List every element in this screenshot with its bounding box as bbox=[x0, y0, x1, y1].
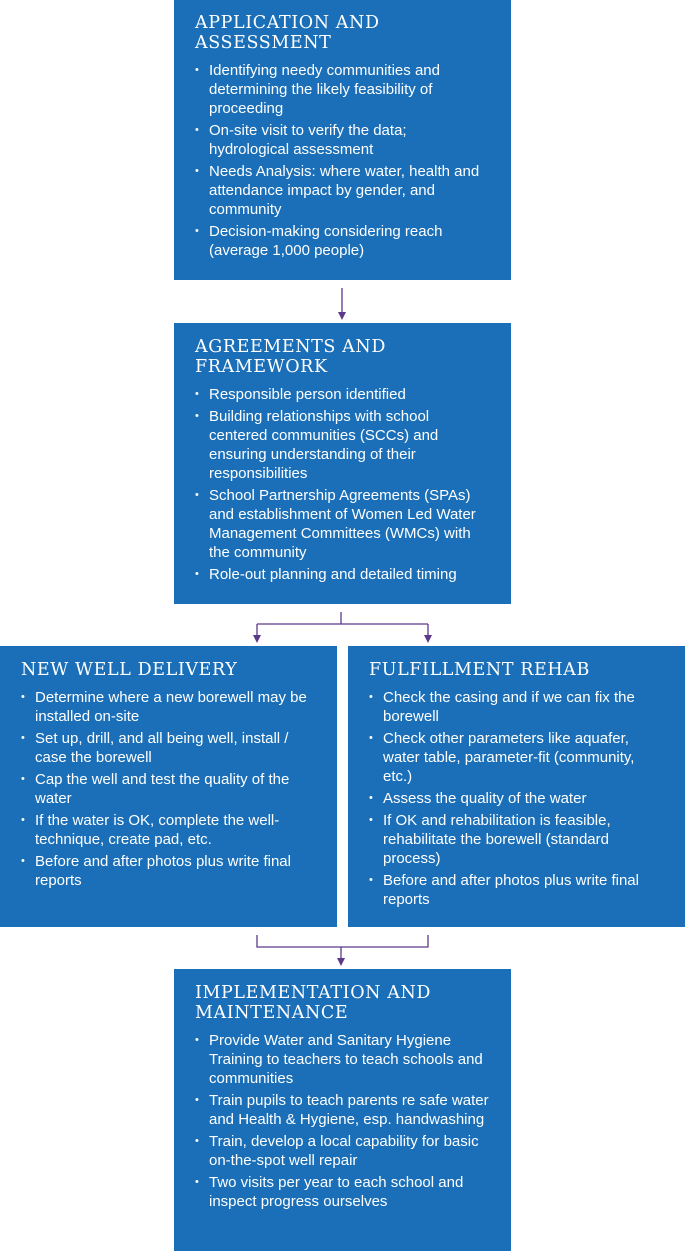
step-application-assessment: APPLICATION AND ASSESSMENT Identifying n… bbox=[174, 0, 511, 280]
list-item: Assess the quality of the water bbox=[369, 789, 664, 808]
list-item: Role-out planning and detailed timing bbox=[195, 565, 490, 584]
list-item: Before and after photos plus write final… bbox=[369, 871, 664, 909]
step-item-list: Identifying needy communities and determ… bbox=[195, 61, 490, 260]
list-item: If the water is OK, complete the well-te… bbox=[21, 811, 316, 849]
list-item: Needs Analysis: where water, health and … bbox=[195, 162, 490, 219]
list-item: Train pupils to teach parents re safe wa… bbox=[195, 1091, 490, 1129]
list-item: Cap the well and test the quality of the… bbox=[21, 770, 316, 808]
list-item: Determine where a new borewell may be in… bbox=[21, 688, 316, 726]
list-item: Decision-making considering reach (avera… bbox=[195, 222, 490, 260]
list-item: On-site visit to verify the data; hydrol… bbox=[195, 121, 490, 159]
list-item: Check other parameters like aquafer, wat… bbox=[369, 729, 664, 786]
list-item: Check the casing and if we can fix the b… bbox=[369, 688, 664, 726]
list-item: School Partnership Agreements (SPAs) and… bbox=[195, 486, 490, 562]
list-item: Two visits per year to each school and i… bbox=[195, 1173, 490, 1211]
step-implementation-maintenance: IMPLEMENTATION AND MAINTENANCE Provide W… bbox=[174, 969, 511, 1251]
list-item: Responsible person identified bbox=[195, 385, 490, 404]
step-item-list: Determine where a new borewell may be in… bbox=[21, 688, 316, 890]
step-title: APPLICATION AND ASSESSMENT bbox=[195, 13, 380, 53]
list-item: Provide Water and Sanitary Hygiene Train… bbox=[195, 1031, 490, 1088]
step-item-list: Provide Water and Sanitary Hygiene Train… bbox=[195, 1031, 490, 1211]
step-title: FULFILLMENT REHAB bbox=[369, 660, 590, 680]
step-item-list: Responsible person identified Building r… bbox=[195, 385, 490, 584]
step-title: NEW WELL DELIVERY bbox=[21, 660, 238, 680]
list-item: Before and after photos plus write final… bbox=[21, 852, 316, 890]
step-title: IMPLEMENTATION AND MAINTENANCE bbox=[195, 983, 431, 1023]
step-agreements-framework: AGREEMENTS AND FRAMEWORK Responsible per… bbox=[174, 323, 511, 604]
merge-connector bbox=[256, 935, 429, 948]
list-item: Building relationships with school cente… bbox=[195, 407, 490, 483]
split-connector bbox=[257, 612, 428, 625]
list-item: If OK and rehabilitation is feasible, re… bbox=[369, 811, 664, 868]
step-title: AGREEMENTS AND FRAMEWORK bbox=[195, 337, 386, 377]
list-item: Identifying needy communities and determ… bbox=[195, 61, 490, 118]
list-item: Train, develop a local capability for ba… bbox=[195, 1132, 490, 1170]
step-new-well-delivery: NEW WELL DELIVERY Determine where a new … bbox=[0, 646, 337, 927]
step-fulfillment-rehab: FULFILLMENT REHAB Check the casing and i… bbox=[348, 646, 685, 927]
step-item-list: Check the casing and if we can fix the b… bbox=[369, 688, 664, 909]
list-item: Set up, drill, and all being well, insta… bbox=[21, 729, 316, 767]
